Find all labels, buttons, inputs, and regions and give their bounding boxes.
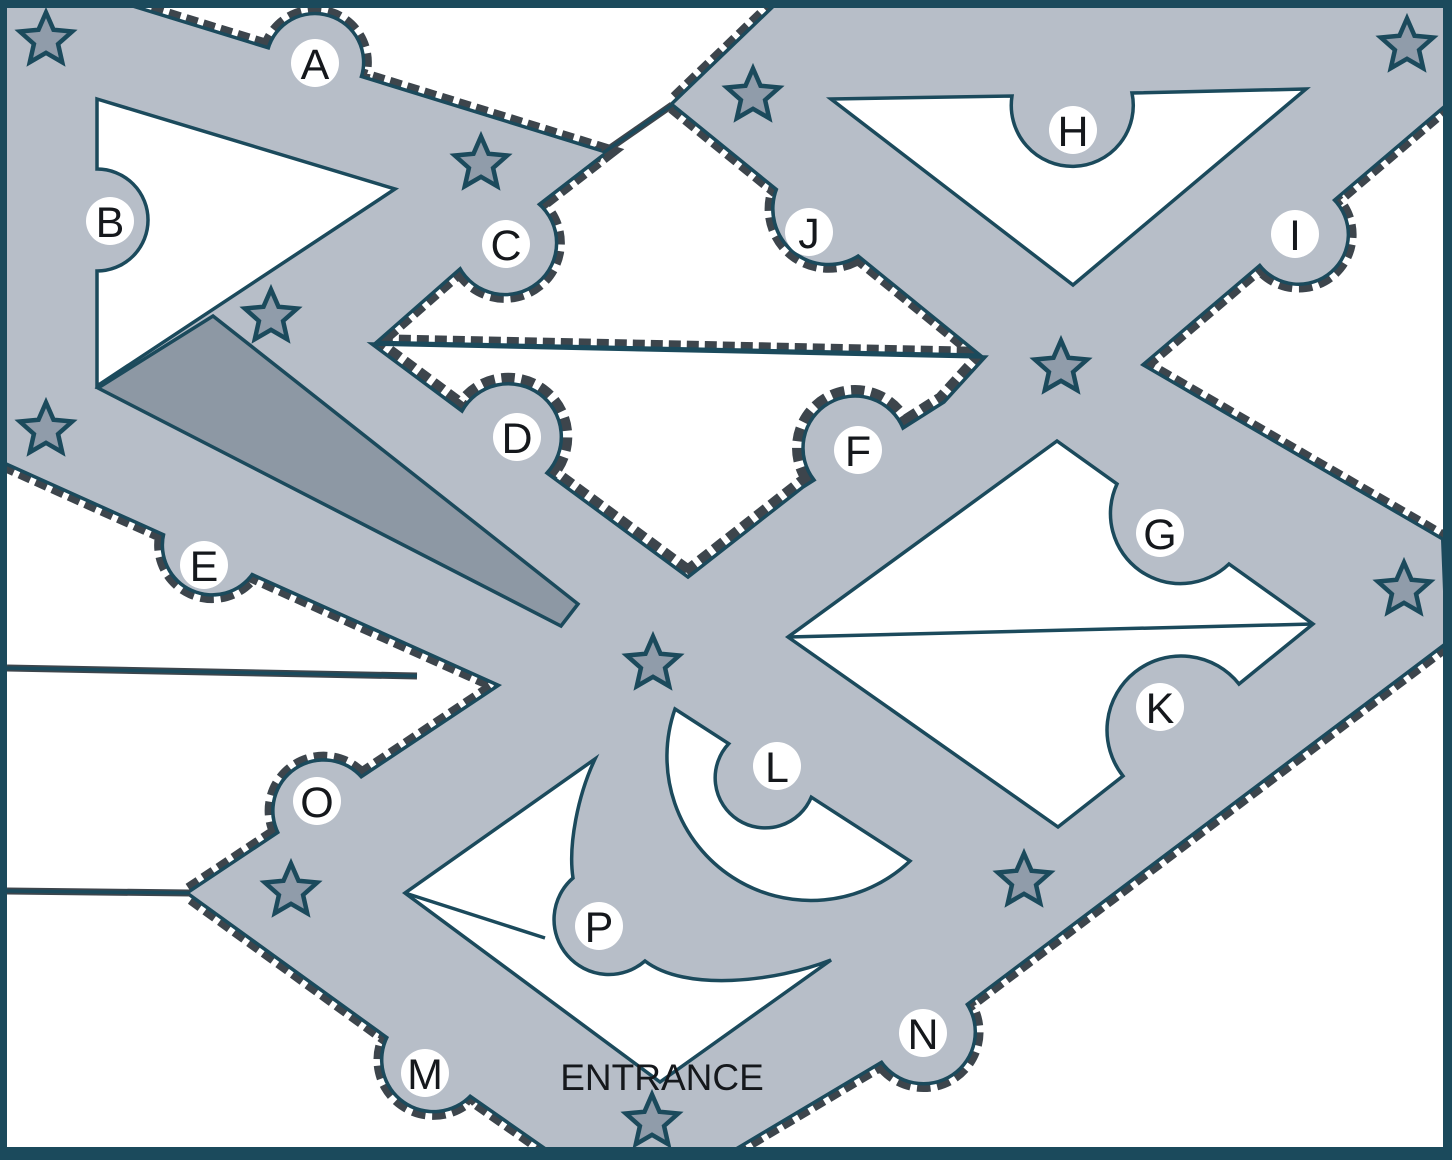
svg-text:A: A xyxy=(301,41,330,89)
svg-text:P: P xyxy=(585,904,614,952)
svg-text:E: E xyxy=(190,543,219,591)
svg-text:M: M xyxy=(407,1051,443,1099)
svg-text:B: B xyxy=(96,199,125,247)
svg-text:ENTRANCE: ENTRANCE xyxy=(560,1057,764,1098)
svg-text:L: L xyxy=(765,744,789,792)
svg-text:N: N xyxy=(907,1011,938,1059)
svg-text:I: I xyxy=(1289,212,1301,260)
svg-text:C: C xyxy=(490,222,521,270)
svg-text:H: H xyxy=(1057,108,1088,156)
svg-text:O: O xyxy=(300,779,333,827)
svg-text:K: K xyxy=(1146,685,1175,733)
svg-text:J: J xyxy=(798,210,820,258)
svg-text:F: F xyxy=(845,428,871,476)
svg-text:D: D xyxy=(501,415,532,463)
svg-text:G: G xyxy=(1143,511,1176,559)
